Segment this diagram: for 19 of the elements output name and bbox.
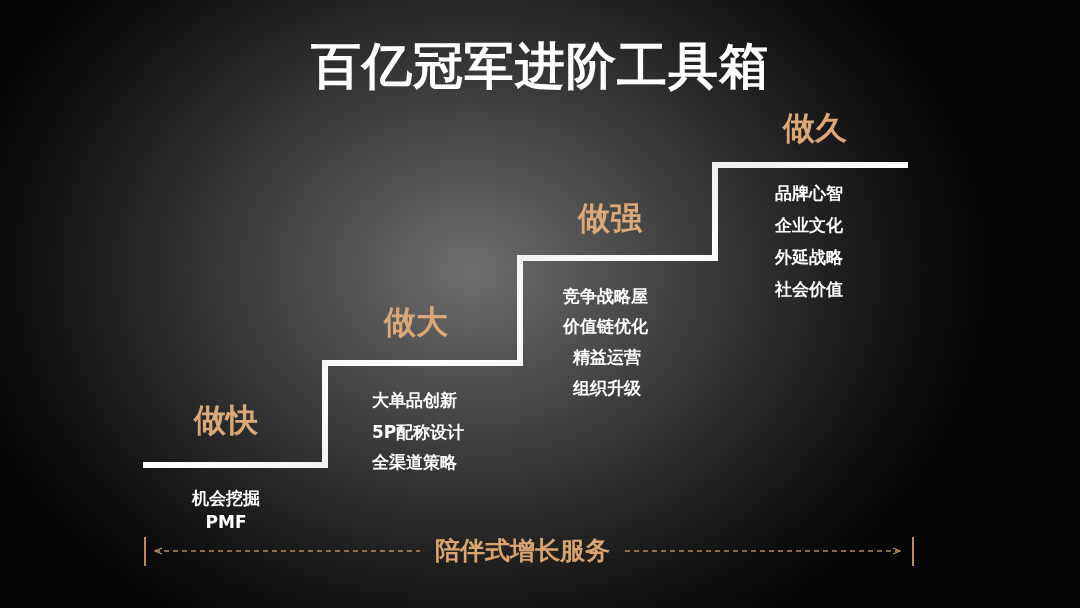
list-item: 大单品创新: [372, 389, 457, 411]
list-item: 精益运营: [573, 346, 641, 368]
list-item: 外延战略: [775, 246, 843, 268]
list-item: 机会挖掘: [192, 487, 260, 509]
list-item: 企业文化: [775, 214, 843, 236]
list-item: 竞争战略屋: [563, 285, 648, 307]
service-caption: 陪伴式增长服务: [434, 536, 610, 566]
list-item: 社会价值: [775, 278, 843, 300]
list-item: 5P配称设计: [372, 421, 465, 443]
stage-heading: 做快: [194, 400, 258, 440]
stage-heading: 做强: [578, 198, 642, 238]
title: 百亿冠军进阶工具箱: [310, 35, 770, 97]
list-item: PMF: [205, 511, 247, 533]
stage-heading: 做大: [384, 302, 448, 342]
list-item: 品牌心智: [775, 182, 843, 204]
list-item: 组织升级: [573, 377, 641, 399]
list-item: 全渠道策略: [372, 451, 457, 473]
stage-heading: 做久: [783, 108, 847, 148]
list-item: 价值链优化: [563, 315, 648, 337]
